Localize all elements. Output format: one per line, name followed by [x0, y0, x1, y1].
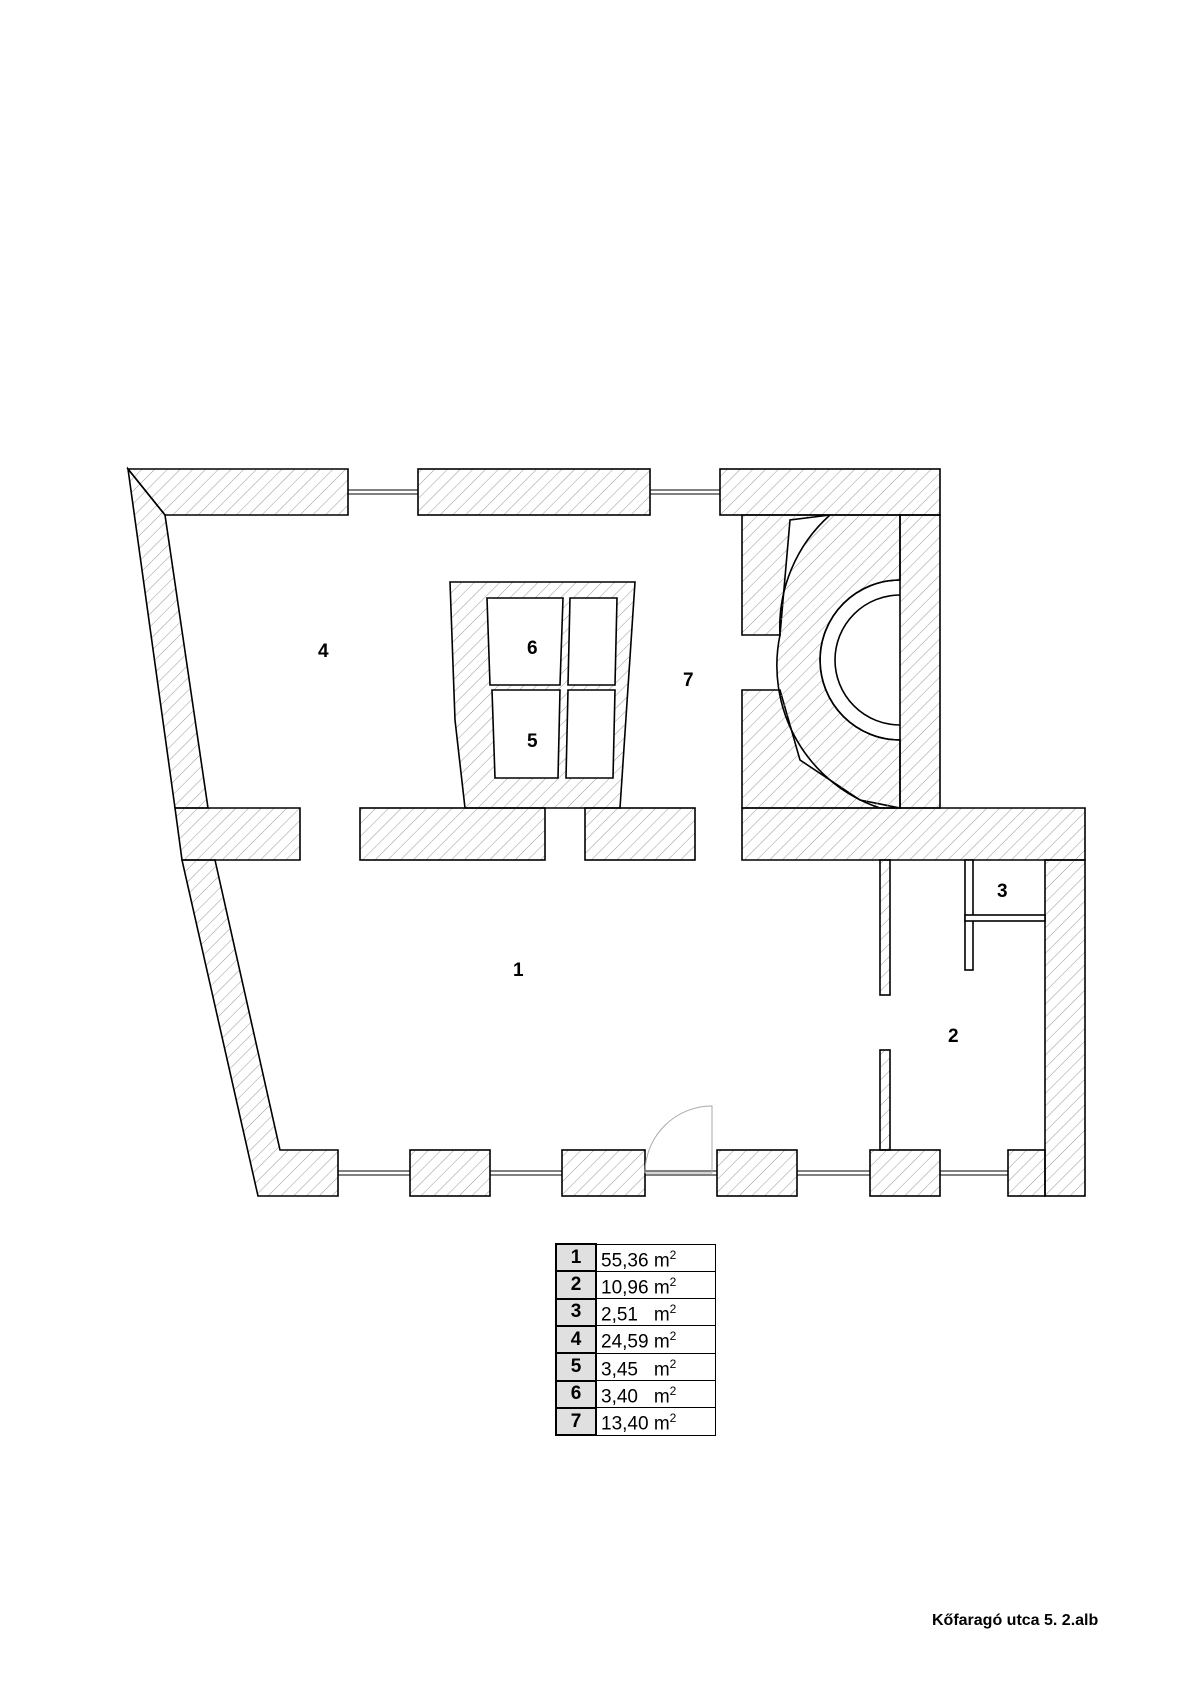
wall	[719, 468, 941, 516]
room-area: 24,59 m2	[595, 1325, 716, 1354]
wall	[417, 468, 651, 516]
room-number: 7	[555, 1406, 597, 1437]
room-area: 55,36 m2	[595, 1243, 716, 1272]
door-swing	[644, 1105, 713, 1174]
room-number: 3	[555, 1297, 597, 1327]
wall	[174, 807, 301, 861]
wall	[716, 1149, 798, 1197]
room-label-7: 7	[683, 670, 694, 691]
wall	[899, 514, 941, 809]
room-number: 4	[555, 1324, 597, 1355]
wall	[869, 1149, 941, 1197]
room-label-3: 3	[997, 881, 1008, 902]
room-label-1: 1	[513, 960, 524, 981]
room-label-5: 5	[527, 731, 538, 752]
wall	[126, 466, 209, 809]
partition	[879, 859, 891, 996]
wall	[409, 1149, 491, 1197]
room-label-4: 4	[318, 641, 329, 662]
room-label-6: 6	[527, 638, 538, 659]
room-area: 3,40 m2	[595, 1380, 716, 1409]
room-area: 3,45 m2	[595, 1352, 716, 1382]
room-area: 13,40 m2	[595, 1407, 716, 1436]
wall	[126, 468, 349, 516]
wall	[180, 859, 339, 1197]
room-number: 2	[555, 1270, 597, 1300]
room-number: 6	[555, 1379, 597, 1409]
wall	[561, 1149, 646, 1197]
room-area: 10,96 m2	[595, 1270, 716, 1300]
wall	[1044, 859, 1086, 1197]
room-label-2: 2	[948, 1026, 959, 1047]
wall	[1007, 1149, 1046, 1197]
stair-wall	[741, 514, 831, 636]
wall	[584, 807, 696, 861]
room-area: 2,51 m2	[595, 1298, 716, 1327]
partition	[879, 1049, 891, 1151]
room-number: 1	[555, 1242, 597, 1273]
room-number: 5	[555, 1352, 597, 1382]
drawing-title: Kőfaragó utca 5. 2.alb	[932, 1612, 1099, 1629]
wall	[741, 807, 1086, 861]
wall	[359, 807, 546, 861]
